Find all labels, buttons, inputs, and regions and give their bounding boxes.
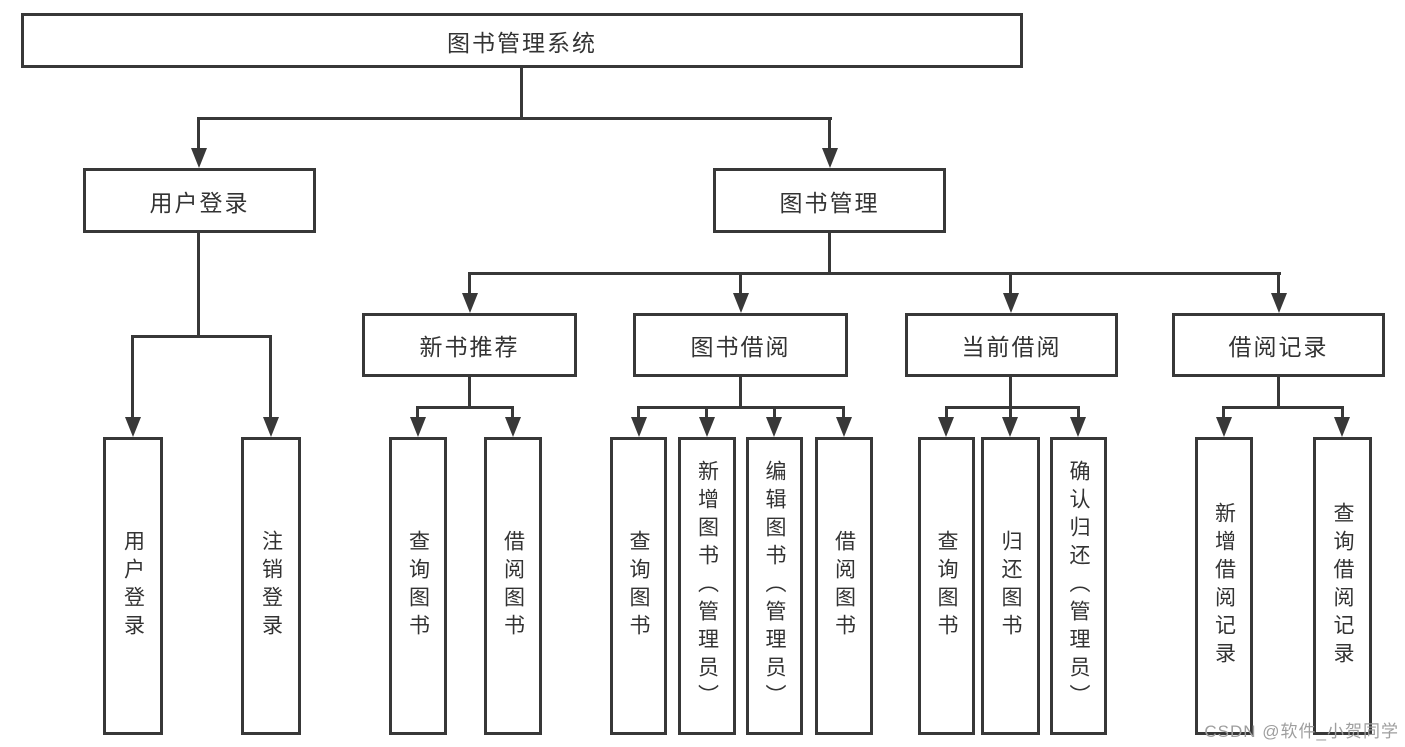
node-book-borrowing: 图书借阅 (633, 313, 848, 377)
connector-line (842, 406, 845, 427)
connector-line (945, 406, 948, 427)
connector-line (269, 335, 272, 427)
arrow-down-icon (836, 417, 852, 437)
connector-line (739, 272, 742, 303)
node-label: 注销登录 (259, 530, 283, 642)
connector-line (131, 335, 272, 338)
connector-line (197, 117, 200, 158)
connector-line (828, 117, 831, 158)
leaf-add-borrow-record: 新增借阅记录 (1195, 437, 1253, 735)
node-label: 图书管理系统 (447, 29, 597, 56)
node-label: 查询图书 (406, 530, 430, 642)
node-book-management: 图书管理 (713, 168, 946, 233)
connector-line (705, 406, 708, 427)
arrow-down-icon (462, 293, 478, 313)
node-label: 查询借阅记录 (1331, 502, 1354, 670)
leaf-query-books-borrowing: 查询图书 (610, 437, 667, 735)
leaf-user-login: 用户登录 (103, 437, 163, 735)
connector-line (1222, 406, 1344, 409)
arrow-down-icon (1271, 293, 1287, 313)
leaf-borrow-books: 借阅图书 (815, 437, 873, 735)
node-label: 图书借阅 (690, 334, 791, 360)
arrow-down-icon (938, 417, 954, 437)
node-label: 新书推荐 (419, 334, 520, 360)
connector-line (1341, 406, 1344, 427)
leaf-query-books-recommend: 查询图书 (389, 437, 447, 735)
arrow-down-icon (263, 417, 279, 437)
arrow-down-icon (822, 148, 838, 168)
connector-line (131, 335, 134, 427)
connector-line (1277, 272, 1280, 303)
leaf-add-books-admin: 新增图书（管理员） (678, 437, 736, 735)
node-label: 借阅图书 (832, 530, 856, 642)
connector-line (468, 377, 471, 409)
node-label: 查询图书 (935, 530, 958, 642)
leaf-edit-books-admin: 编辑图书（管理员） (746, 437, 803, 735)
connector-line (416, 406, 419, 427)
arrow-down-icon (699, 417, 715, 437)
arrow-down-icon (505, 417, 521, 437)
node-label: 归还图书 (999, 530, 1022, 642)
node-label: 借阅图书 (501, 530, 525, 642)
arrow-down-icon (191, 148, 207, 168)
connector-line (1077, 406, 1080, 427)
arrow-down-icon (631, 417, 647, 437)
connector-line (773, 406, 776, 427)
node-label: 编辑图书（管理员） (763, 460, 786, 712)
connector-line (1009, 406, 1012, 427)
node-label: 新增借阅记录 (1212, 502, 1236, 670)
node-label: 用户登录 (121, 530, 145, 642)
arrow-down-icon (766, 417, 782, 437)
leaf-query-borrow-record: 查询借阅记录 (1313, 437, 1372, 735)
leaf-logout: 注销登录 (241, 437, 301, 735)
connector-line (1009, 272, 1012, 303)
node-new-book-recommendation: 新书推荐 (362, 313, 577, 377)
arrow-down-icon (125, 417, 141, 437)
connector-line (945, 406, 1080, 409)
node-label: 新增图书（管理员） (695, 460, 719, 712)
connector-line (416, 406, 514, 409)
connector-line (468, 272, 471, 303)
connector-line (197, 117, 832, 120)
connector-line (1009, 377, 1012, 409)
leaf-query-books-current: 查询图书 (918, 437, 975, 735)
leaf-borrow-books-recommend: 借阅图书 (484, 437, 542, 735)
connector-line (1277, 377, 1280, 409)
node-label: 用户登录 (149, 189, 250, 216)
leaf-confirm-return-admin: 确认归还（管理员） (1050, 437, 1107, 735)
arrow-down-icon (1216, 417, 1232, 437)
connector-line (637, 406, 640, 427)
node-library-management-system: 图书管理系统 (21, 13, 1023, 68)
connector-line (1222, 406, 1225, 427)
node-current-borrowing: 当前借阅 (905, 313, 1118, 377)
connector-line (637, 406, 845, 409)
node-label: 当前借阅 (961, 334, 1062, 360)
node-user-login: 用户登录 (83, 168, 316, 233)
node-label: 确认归还（管理员） (1067, 460, 1090, 712)
arrow-down-icon (410, 417, 426, 437)
arrow-down-icon (1334, 417, 1350, 437)
connector-line (520, 68, 523, 120)
arrow-down-icon (1070, 417, 1086, 437)
arrow-down-icon (1002, 417, 1018, 437)
node-label: 查询图书 (627, 530, 650, 642)
arrow-down-icon (1003, 293, 1019, 313)
connector-line (197, 233, 200, 338)
connector-line (739, 377, 742, 409)
node-label: 图书管理 (779, 189, 880, 216)
connector-line (511, 406, 514, 427)
node-borrowing-records: 借阅记录 (1172, 313, 1385, 377)
watermark-text: CSDN @软件_小贺同学 (1204, 722, 1399, 741)
arrow-down-icon (733, 293, 749, 313)
connector-line (468, 272, 1281, 275)
connector-line (828, 233, 831, 274)
node-label: 借阅记录 (1228, 334, 1329, 360)
leaf-return-books: 归还图书 (981, 437, 1040, 735)
